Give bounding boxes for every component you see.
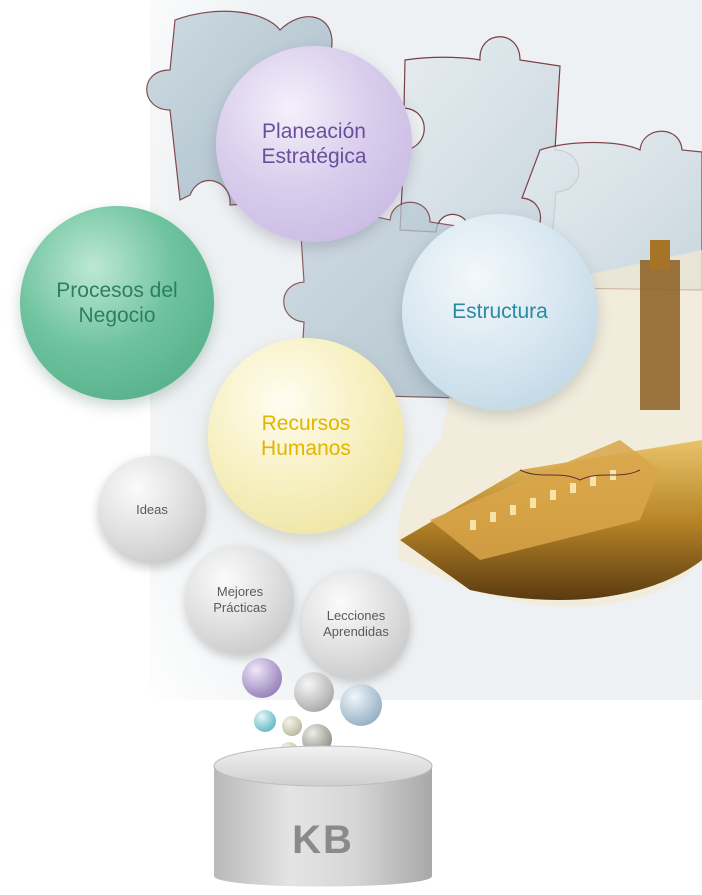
ideas-label: Ideas	[136, 502, 168, 518]
procesos-negocio-bubble: Procesos del Negocio	[20, 206, 214, 400]
sphere-icon	[294, 672, 334, 712]
planeacion-estrategica-bubble: Planeación Estratégica	[216, 46, 412, 242]
lecciones-aprendidas-bubble: Lecciones Aprendidas	[302, 570, 410, 678]
sphere-icon	[254, 710, 276, 732]
mejores-label: Mejores Prácticas	[213, 584, 267, 615]
estructura-bubble: Estructura	[402, 214, 598, 410]
mejores-practicas-bubble: Mejores Prácticas	[186, 546, 294, 654]
ideas-bubble: Ideas	[98, 456, 206, 564]
kb-label: KB	[292, 818, 354, 862]
recursos-label: Recursos Humanos	[261, 411, 351, 460]
sphere-icon	[340, 684, 382, 726]
estructura-label: Estructura	[452, 300, 548, 324]
recursos-humanos-bubble: Recursos Humanos	[208, 338, 404, 534]
sphere-icon	[282, 716, 302, 736]
sphere-icon	[242, 658, 282, 698]
procesos-label: Procesos del Negocio	[56, 278, 178, 327]
lecciones-label: Lecciones Aprendidas	[323, 608, 389, 639]
planeacion-label: Planeación Estratégica	[261, 119, 367, 168]
database-cylinder-icon	[213, 745, 433, 887]
